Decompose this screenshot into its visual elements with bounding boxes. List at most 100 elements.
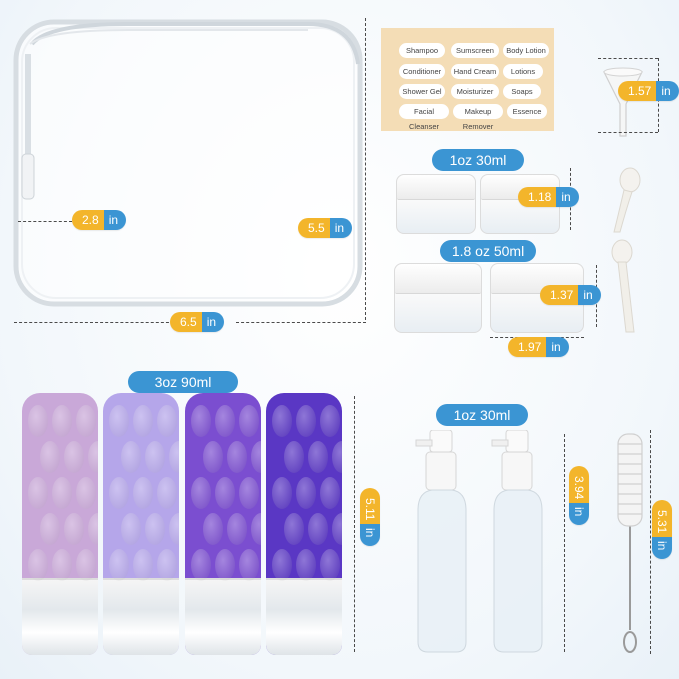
squeeze-bottle (185, 393, 261, 655)
bottle-texture-dimple (251, 441, 261, 473)
bottle-texture-dimple (121, 513, 141, 545)
bottle-texture-dimple (203, 513, 223, 545)
bottle-texture-dimple (215, 405, 235, 437)
bottle-texture-dimple (215, 549, 235, 581)
bottle-texture-dimple (64, 513, 84, 545)
small-jar (396, 174, 476, 234)
bottle-texture-dimple (251, 513, 261, 545)
sticker-label: Sumscreen (451, 43, 499, 58)
sticker-label: Shampoo (399, 43, 445, 58)
bottle-texture-dimple (227, 513, 247, 545)
bottle-texture-dimple (296, 477, 316, 509)
bottle-texture-dimple (109, 549, 129, 581)
bottle-texture-dimple (109, 405, 129, 437)
sticker-label: Facial Cleanser (399, 104, 449, 131)
bottle-texture-dimple (145, 441, 165, 473)
bottle-texture-dimple (296, 549, 316, 581)
bottle-texture-dimple (40, 513, 60, 545)
sticker-label: Moisturizer (451, 84, 499, 99)
bottle-texture-dimple (169, 441, 179, 473)
bottle-texture-dimple (28, 477, 48, 509)
bottle-texture-dimple (239, 477, 259, 509)
large-jars-capacity: 1.8 oz 50ml (440, 240, 536, 262)
bottle-texture-dimple (296, 405, 316, 437)
bottle-texture-dimple (88, 513, 98, 545)
bottle-texture-dimple (52, 549, 72, 581)
spatula-icon (613, 167, 641, 233)
sticker-label: Essence (507, 104, 547, 119)
bottle-texture-dimple (308, 513, 328, 545)
bottle-texture-dimple (284, 513, 304, 545)
bottle-texture-dimple (239, 405, 259, 437)
bottle-texture-dimple (227, 441, 247, 473)
bottle-texture-dimple (320, 405, 340, 437)
sticker-label: Soaps (503, 84, 541, 99)
bottle-texture-dimple (157, 477, 177, 509)
large-jar (394, 263, 482, 333)
bottle-texture-dimple (157, 405, 177, 437)
bottle-texture-dimple (320, 477, 340, 509)
bottle-texture-dimple (284, 441, 304, 473)
pouch-outline-icon (13, 19, 363, 307)
bottle-texture-dimple (320, 549, 340, 581)
bottle-texture-dimple (133, 405, 153, 437)
squeeze-bottle (266, 393, 342, 655)
bottle-texture-dimple (88, 441, 98, 473)
bottle-texture-dimple (109, 477, 129, 509)
cleaning-brush-icon (617, 433, 643, 653)
bottle-texture-dimple (308, 441, 328, 473)
bottle-texture-dimple (133, 477, 153, 509)
bottle-texture-dimple (145, 513, 165, 545)
sticker-label: Lotions (503, 64, 543, 79)
sticker-label: Body Lotion (503, 43, 549, 58)
squeeze-bottles-capacity: 3oz 90ml (128, 371, 238, 393)
spray-bottle-icon (491, 430, 543, 653)
bottle-texture-dimple (28, 549, 48, 581)
bottle-texture-dimple (272, 549, 292, 581)
spatula-icon (611, 239, 635, 333)
bottle-texture-dimple (40, 441, 60, 473)
bottle-texture-dimple (76, 549, 96, 581)
bottle-texture-dimple (191, 549, 211, 581)
bottle-texture-dimple (76, 405, 96, 437)
label-sticker-sheet: Shampoo Sumscreen Body Lotion Conditione… (381, 28, 554, 131)
bottle-texture-dimple (215, 477, 235, 509)
sticker-label: Makeup Remover (453, 104, 503, 131)
bottle-texture-dimple (239, 549, 259, 581)
bottle-texture-dimple (203, 441, 223, 473)
squeeze-bottle (22, 393, 98, 655)
bottle-texture-dimple (272, 477, 292, 509)
bottle-texture-dimple (191, 405, 211, 437)
bottle-texture-dimple (191, 477, 211, 509)
sticker-label: Conditioner (399, 64, 445, 79)
bottle-texture-dimple (76, 477, 96, 509)
sticker-label: Hand Cream (451, 64, 499, 79)
toiletry-pouch (8, 14, 368, 314)
bottle-texture-dimple (52, 477, 72, 509)
spray-bottle-icon (415, 430, 467, 653)
bottle-texture-dimple (52, 405, 72, 437)
bottle-texture-dimple (133, 549, 153, 581)
sticker-label: Shower Gel (399, 84, 445, 99)
squeeze-bottle (103, 393, 179, 655)
bottle-texture-dimple (169, 513, 179, 545)
bottle-texture-dimple (28, 405, 48, 437)
bottle-texture-dimple (332, 513, 342, 545)
bottle-texture-dimple (332, 441, 342, 473)
spray-bottles-capacity: 1oz 30ml (436, 404, 528, 426)
bottle-texture-dimple (272, 405, 292, 437)
bottle-texture-dimple (157, 549, 177, 581)
small-jars-capacity: 1oz 30ml (432, 149, 524, 171)
bottle-texture-dimple (121, 441, 141, 473)
bottle-texture-dimple (64, 441, 84, 473)
